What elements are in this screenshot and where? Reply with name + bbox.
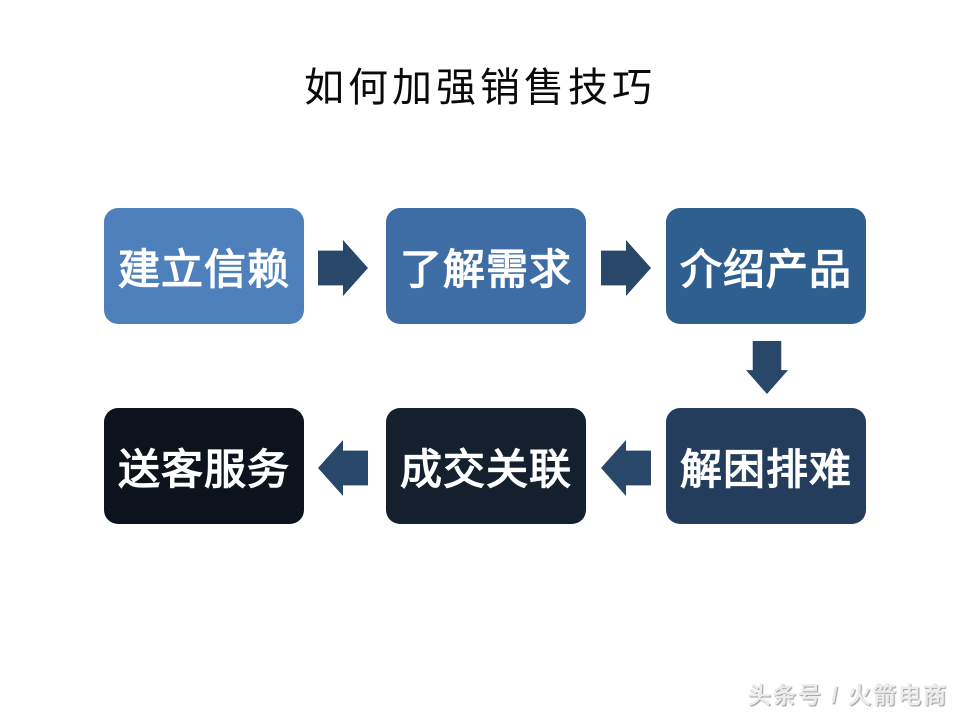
- arrow-left-icon: [318, 440, 368, 496]
- watermark-text: 头条号 / 火箭电商: [747, 682, 948, 708]
- flow-step-label: 解困排难: [679, 447, 852, 494]
- flow-step-label: 了解需求: [399, 247, 572, 294]
- flow-step-build-trust: 建立信赖: [104, 208, 304, 324]
- slide-title: 如何加强销售技巧: [304, 65, 656, 110]
- flow-step-label: 介绍产品: [679, 247, 852, 294]
- flow-step-introduce-product: 介绍产品: [666, 208, 866, 324]
- flow-step-label: 建立信赖: [117, 247, 290, 294]
- flow-step-farewell-service: 送客服务: [104, 408, 304, 524]
- flow-step-solve-difficulties: 解困排难: [666, 408, 866, 524]
- arrow-right-icon: [601, 240, 651, 296]
- arrow-right-icon: [318, 240, 368, 296]
- arrow-down-icon: [746, 341, 788, 394]
- arrow-left-icon: [601, 440, 651, 496]
- flow-step-understand-needs: 了解需求: [386, 208, 586, 324]
- flow-step-label: 成交关联: [399, 447, 572, 494]
- flow-step-label: 送客服务: [117, 447, 290, 494]
- flow-step-close-deal: 成交关联: [386, 408, 586, 524]
